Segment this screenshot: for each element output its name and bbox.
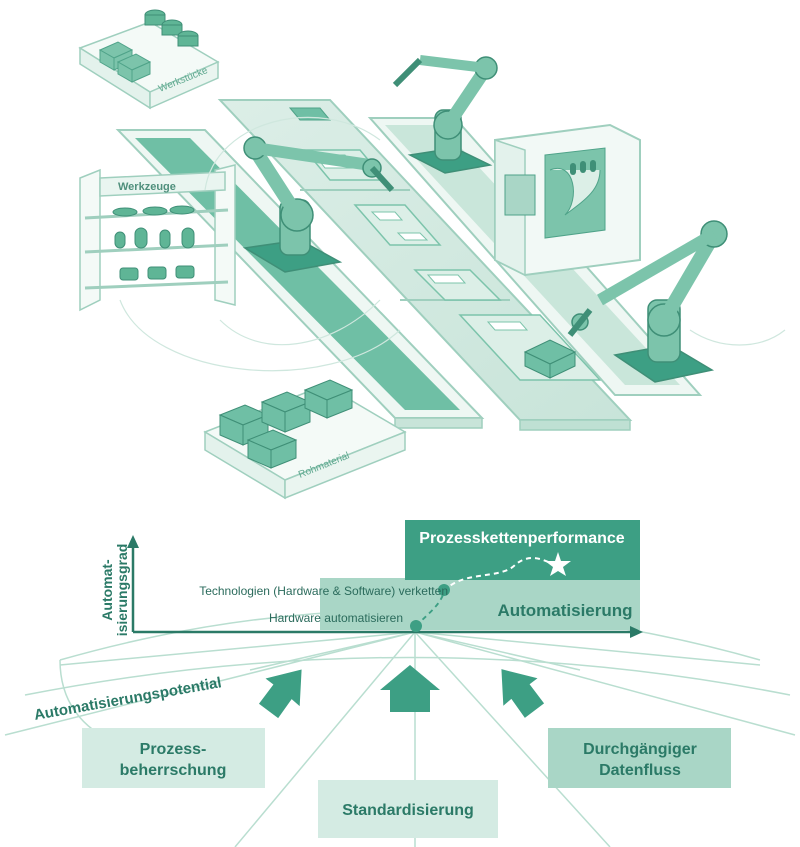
tool-rack: Werkzeuge: [79, 164, 236, 312]
step-marker-hardware: [410, 620, 422, 632]
step-technologies-label: Technologien (Hardware & Software) verke…: [199, 584, 448, 598]
y-axis-label-line2: isierungsgrad: [114, 544, 130, 637]
pillar-center-box: [318, 780, 498, 838]
robot-3: [567, 220, 728, 383]
rack-label: Werkzeuge: [118, 181, 176, 193]
arrow-center: [380, 665, 440, 712]
pillar-arrows: [258, 665, 545, 719]
robot-2: [392, 55, 498, 174]
performance-path: [415, 557, 557, 627]
pillar-right-box: [548, 728, 731, 788]
pillar-left-line1: Prozess-: [140, 741, 207, 758]
factory-illustration: Werkstücke Werkzeuge: [78, 9, 786, 500]
pillar-left-box: [82, 728, 265, 788]
arc-label: Automatisierungspotential: [33, 674, 223, 724]
step-hardware-label: Hardware automatisieren: [269, 611, 403, 625]
pallet-raw: Rohmaterial: [203, 379, 407, 500]
star-icon: [545, 552, 571, 576]
pallet-workpieces: Werkstücke: [78, 9, 220, 110]
pillar-right-line2: Datenfluss: [599, 762, 681, 779]
axes: [127, 535, 643, 638]
process-chain-box: [405, 520, 640, 580]
automation-box: [320, 578, 640, 630]
cnc-machine: [494, 123, 641, 277]
pillar-center-label: Standardisierung: [342, 802, 474, 819]
y-axis-label-line1: Automat-: [99, 559, 115, 621]
pillar-left-line2: beherrschung: [120, 762, 227, 779]
automation-label: Automatisierung: [497, 601, 632, 620]
pillar-right-line1: Durchgängiger: [583, 741, 697, 758]
robot-1: [242, 136, 395, 273]
step-marker-technologies: [438, 584, 450, 596]
workpiece-block: [523, 339, 577, 379]
signal-arcs: [119, 116, 786, 372]
process-chain-label: Prozesskettenperformance: [419, 530, 625, 547]
automation-diagram: Prozesskettenperformance Automatisierung…: [4, 520, 796, 847]
